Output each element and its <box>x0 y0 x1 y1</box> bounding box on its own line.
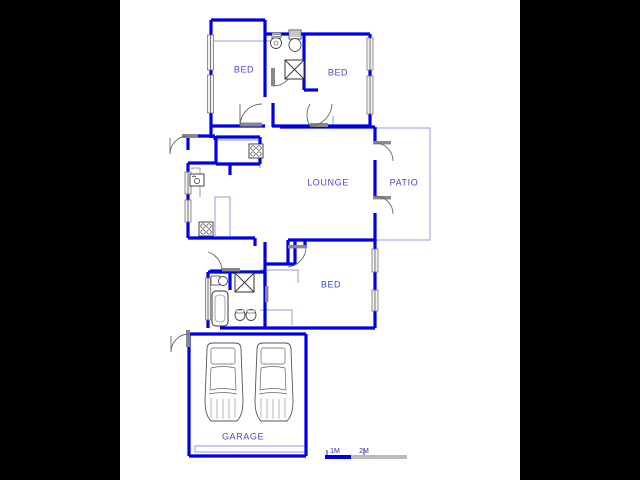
door <box>170 330 190 353</box>
room-label-bed-top-right: BED <box>328 67 348 77</box>
bathtub-icon <box>211 290 229 327</box>
window <box>366 37 374 71</box>
car-icon <box>204 342 244 422</box>
door <box>265 286 269 302</box>
room-label-garage: GARAGE <box>222 431 264 441</box>
room-label-lounge: LOUNGE <box>307 177 349 187</box>
door <box>306 103 333 127</box>
door-group <box>169 65 394 353</box>
scale-bar: 1M 2M <box>325 448 407 459</box>
stove-hob-icon <box>198 221 214 237</box>
stove-hob-icon <box>248 143 264 159</box>
door <box>169 134 198 155</box>
car-icon <box>254 342 294 422</box>
scale-bar-empty <box>351 455 407 459</box>
basin-icon <box>210 275 228 286</box>
door <box>373 141 394 162</box>
room-label-bed-top-left: BED <box>234 64 254 74</box>
window <box>366 75 374 115</box>
window <box>184 199 192 223</box>
shower-icon <box>284 59 305 80</box>
window <box>371 289 379 312</box>
door <box>239 103 263 127</box>
window <box>207 74 214 114</box>
basin-icon <box>270 32 282 49</box>
door <box>207 251 240 272</box>
door <box>373 195 394 215</box>
window <box>207 34 214 71</box>
floor-plan-drawing[interactable]: BED BED LOUNGE PATIO BED GARAGE 1M 2M <box>120 0 520 480</box>
window <box>205 277 211 321</box>
toilet-icon <box>234 309 257 321</box>
window <box>371 248 379 273</box>
room-label-bed-lower: BED <box>321 279 341 289</box>
room-label-patio: PATIO <box>390 177 419 187</box>
scale-tick-label-1m: 1M <box>330 448 340 455</box>
scale-bar-filled <box>325 455 351 459</box>
door <box>287 245 307 268</box>
shower-icon <box>234 272 255 293</box>
toilet-icon <box>288 29 302 52</box>
floor-plan-canvas[interactable]: BED BED LOUNGE PATIO BED GARAGE 1M 2M <box>120 0 520 480</box>
window-group <box>184 34 379 321</box>
scale-tick-label-2m: 2M <box>359 448 369 455</box>
kitchen-sink-icon <box>189 173 205 187</box>
